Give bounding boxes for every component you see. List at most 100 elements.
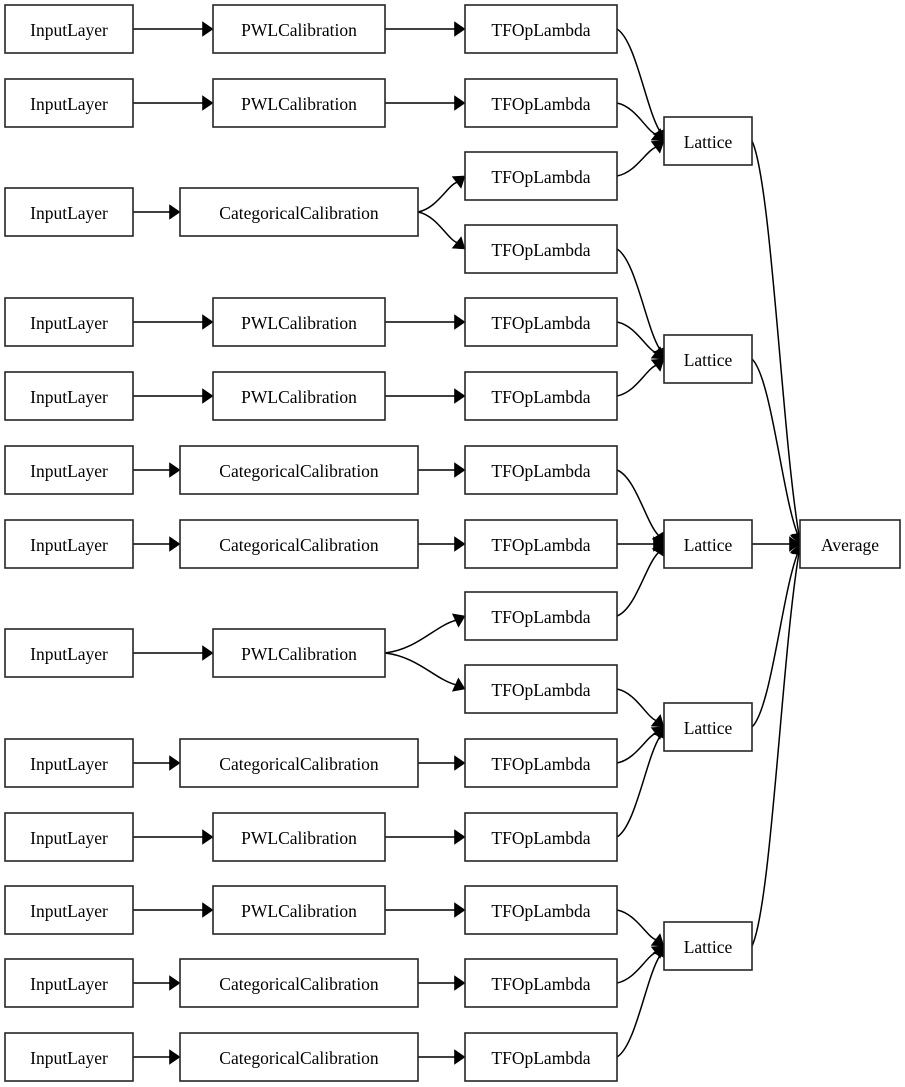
node-box[interactable] bbox=[4, 297, 134, 347]
node-box[interactable] bbox=[464, 445, 618, 495]
node-box[interactable] bbox=[212, 628, 386, 678]
node-pwlcalibration-cal11[interactable]: PWLCalibration bbox=[212, 885, 386, 935]
node-box[interactable] bbox=[4, 1032, 134, 1082]
node-box[interactable] bbox=[663, 921, 753, 971]
node-input-layer-in1[interactable]: InputLayer bbox=[4, 4, 134, 54]
node-box[interactable] bbox=[179, 958, 419, 1008]
node-box[interactable] bbox=[212, 4, 386, 54]
node-tfop-lambda-lam5[interactable]: TFOpLambda bbox=[464, 297, 618, 347]
node-box[interactable] bbox=[212, 885, 386, 935]
node-box[interactable] bbox=[464, 224, 618, 274]
node-tfop-lambda-lam1[interactable]: TFOpLambda bbox=[464, 4, 618, 54]
node-box[interactable] bbox=[464, 1032, 618, 1082]
edge-cal9-to-lam11 bbox=[418, 755, 466, 771]
node-pwlcalibration-cal5[interactable]: PWLCalibration bbox=[212, 371, 386, 421]
node-box[interactable] bbox=[464, 4, 618, 54]
arrowhead-icon bbox=[451, 677, 466, 692]
node-box[interactable] bbox=[4, 519, 134, 569]
node-box[interactable] bbox=[663, 334, 753, 384]
node-tfop-lambda-lam12[interactable]: TFOpLambda bbox=[464, 812, 618, 862]
node-tfop-lambda-lam14[interactable]: TFOpLambda bbox=[464, 958, 618, 1008]
node-box[interactable] bbox=[464, 519, 618, 569]
node-box[interactable] bbox=[4, 4, 134, 54]
node-tfop-lambda-lam2[interactable]: TFOpLambda bbox=[464, 78, 618, 128]
node-box[interactable] bbox=[464, 958, 618, 1008]
node-box[interactable] bbox=[464, 297, 618, 347]
node-box[interactable] bbox=[4, 812, 134, 862]
node-box[interactable] bbox=[212, 371, 386, 421]
node-box[interactable] bbox=[179, 187, 419, 237]
node-tfop-lambda-lam15[interactable]: TFOpLambda bbox=[464, 1032, 618, 1082]
arrowhead-icon bbox=[650, 140, 665, 154]
node-box[interactable] bbox=[464, 885, 618, 935]
node-input-layer-in2[interactable]: InputLayer bbox=[4, 78, 134, 128]
node-box[interactable] bbox=[4, 187, 134, 237]
node-tfop-lambda-lam9[interactable]: TFOpLambda bbox=[464, 591, 618, 641]
node-box[interactable] bbox=[663, 702, 753, 752]
node-average-avg[interactable]: Average bbox=[799, 519, 901, 569]
node-pwlcalibration-cal10[interactable]: PWLCalibration bbox=[212, 812, 386, 862]
node-box[interactable] bbox=[464, 738, 618, 788]
node-categorical-calibration-cal6[interactable]: CategoricalCalibration bbox=[179, 445, 419, 495]
node-input-layer-in6[interactable]: InputLayer bbox=[4, 445, 134, 495]
node-input-layer-in5[interactable]: InputLayer bbox=[4, 371, 134, 421]
node-lattice-lat3[interactable]: Lattice bbox=[663, 519, 753, 569]
node-input-layer-in4[interactable]: InputLayer bbox=[4, 297, 134, 347]
node-input-layer-in8[interactable]: InputLayer bbox=[4, 628, 134, 678]
node-tfop-lambda-lam6[interactable]: TFOpLambda bbox=[464, 371, 618, 421]
node-box[interactable] bbox=[4, 371, 134, 421]
node-tfop-lambda-lam3[interactable]: TFOpLambda bbox=[464, 151, 618, 201]
node-lattice-lat2[interactable]: Lattice bbox=[663, 334, 753, 384]
node-box[interactable] bbox=[179, 519, 419, 569]
node-box[interactable] bbox=[464, 151, 618, 201]
node-box[interactable] bbox=[212, 78, 386, 128]
node-input-layer-in9[interactable]: InputLayer bbox=[4, 738, 134, 788]
node-input-layer-in11[interactable]: InputLayer bbox=[4, 885, 134, 935]
node-tfop-lambda-lam13[interactable]: TFOpLambda bbox=[464, 885, 618, 935]
node-lattice-lat4[interactable]: Lattice bbox=[663, 702, 753, 752]
node-box[interactable] bbox=[464, 664, 618, 714]
node-tfop-lambda-lam10[interactable]: TFOpLambda bbox=[464, 664, 618, 714]
node-categorical-calibration-cal7[interactable]: CategoricalCalibration bbox=[179, 519, 419, 569]
node-box[interactable] bbox=[464, 78, 618, 128]
node-box[interactable] bbox=[4, 628, 134, 678]
node-input-layer-in3[interactable]: InputLayer bbox=[4, 187, 134, 237]
node-box[interactable] bbox=[4, 885, 134, 935]
node-box[interactable] bbox=[212, 297, 386, 347]
node-categorical-calibration-cal12[interactable]: CategoricalCalibration bbox=[179, 958, 419, 1008]
node-box[interactable] bbox=[212, 812, 386, 862]
node-pwlcalibration-cal2[interactable]: PWLCalibration bbox=[212, 78, 386, 128]
node-lattice-lat1[interactable]: Lattice bbox=[663, 116, 753, 166]
node-tfop-lambda-lam7[interactable]: TFOpLambda bbox=[464, 445, 618, 495]
node-box[interactable] bbox=[4, 958, 134, 1008]
node-box[interactable] bbox=[464, 371, 618, 421]
node-tfop-lambda-lam8[interactable]: TFOpLambda bbox=[464, 519, 618, 569]
node-box[interactable] bbox=[663, 519, 753, 569]
node-box[interactable] bbox=[179, 445, 419, 495]
node-input-layer-in12[interactable]: InputLayer bbox=[4, 958, 134, 1008]
node-box[interactable] bbox=[464, 812, 618, 862]
node-box[interactable] bbox=[179, 1032, 419, 1082]
node-box[interactable] bbox=[464, 591, 618, 641]
edge-line bbox=[616, 951, 657, 984]
node-categorical-calibration-cal9[interactable]: CategoricalCalibration bbox=[179, 738, 419, 788]
node-box[interactable] bbox=[4, 738, 134, 788]
edge-line bbox=[751, 554, 800, 947]
node-box[interactable] bbox=[4, 78, 134, 128]
node-tfop-lambda-lam11[interactable]: TFOpLambda bbox=[464, 738, 618, 788]
node-input-layer-in13[interactable]: InputLayer bbox=[4, 1032, 134, 1082]
node-pwlcalibration-cal1[interactable]: PWLCalibration bbox=[212, 4, 386, 54]
node-pwlcalibration-cal8[interactable]: PWLCalibration bbox=[212, 628, 386, 678]
node-lattice-lat5[interactable]: Lattice bbox=[663, 921, 753, 971]
node-box[interactable] bbox=[799, 519, 901, 569]
node-box[interactable] bbox=[4, 445, 134, 495]
node-categorical-calibration-cal3[interactable]: CategoricalCalibration bbox=[179, 187, 419, 237]
node-input-layer-in7[interactable]: InputLayer bbox=[4, 519, 134, 569]
edge-lam5-to-lat2 bbox=[616, 321, 665, 360]
node-input-layer-in10[interactable]: InputLayer bbox=[4, 812, 134, 862]
node-box[interactable] bbox=[663, 116, 753, 166]
node-tfop-lambda-lam4[interactable]: TFOpLambda bbox=[464, 224, 618, 274]
node-box[interactable] bbox=[179, 738, 419, 788]
node-categorical-calibration-cal13[interactable]: CategoricalCalibration bbox=[179, 1032, 419, 1082]
node-pwlcalibration-cal4[interactable]: PWLCalibration bbox=[212, 297, 386, 347]
